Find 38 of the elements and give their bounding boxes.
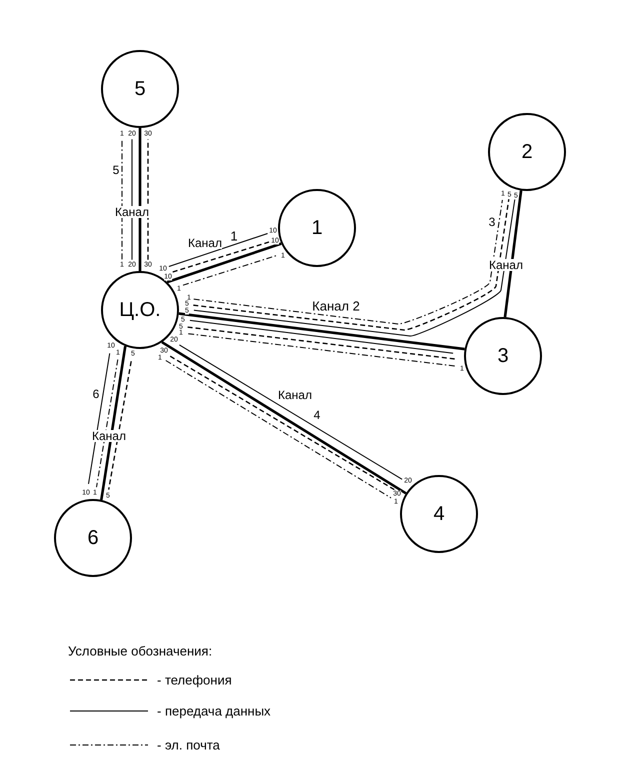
channel-label: Канал — [115, 206, 149, 218]
node-label: 5 — [134, 79, 146, 99]
thin-line — [168, 233, 268, 267]
dashed-line — [108, 361, 132, 490]
node-label: 1 — [311, 218, 323, 238]
legend-text: - эл. почта — [157, 738, 220, 752]
node-label: Ц.О. — [119, 300, 161, 320]
legend-title: Условные обозначения: — [68, 644, 212, 658]
dash-dot-line — [188, 333, 458, 367]
thin-line — [189, 320, 454, 354]
node-label: 2 — [521, 142, 533, 162]
dash-dot-line — [182, 254, 278, 286]
channel-label: Канал — [188, 237, 222, 249]
channel-label: 4 — [314, 409, 320, 421]
channel-label: 3 — [488, 216, 496, 228]
thick-line — [161, 341, 407, 494]
thick-line — [166, 242, 282, 284]
thick-line — [138, 128, 142, 271]
node-label: 4 — [433, 504, 445, 524]
thin-line — [88, 352, 110, 484]
channel-label: Канал — [489, 259, 523, 271]
channel-label: Канал — [92, 430, 126, 442]
thick-line — [504, 190, 522, 318]
channel-label: Канал 2 — [312, 300, 360, 312]
dash-dot-line — [96, 359, 118, 488]
channel-label: Канал — [278, 389, 312, 401]
node-label: 6 — [87, 528, 99, 548]
dashed-line — [172, 241, 270, 273]
node-label: 3 — [497, 346, 509, 366]
channel-label: 1 — [230, 230, 238, 242]
channel-label: 5 — [112, 164, 120, 176]
dashed-line — [147, 139, 149, 260]
legend-text: - передача данных — [157, 704, 271, 718]
dashed-line — [188, 326, 456, 360]
thick-line — [178, 312, 465, 350]
thick-line — [100, 346, 127, 500]
channel-label: 6 — [92, 388, 100, 400]
legend-text: - телефония — [157, 674, 232, 686]
